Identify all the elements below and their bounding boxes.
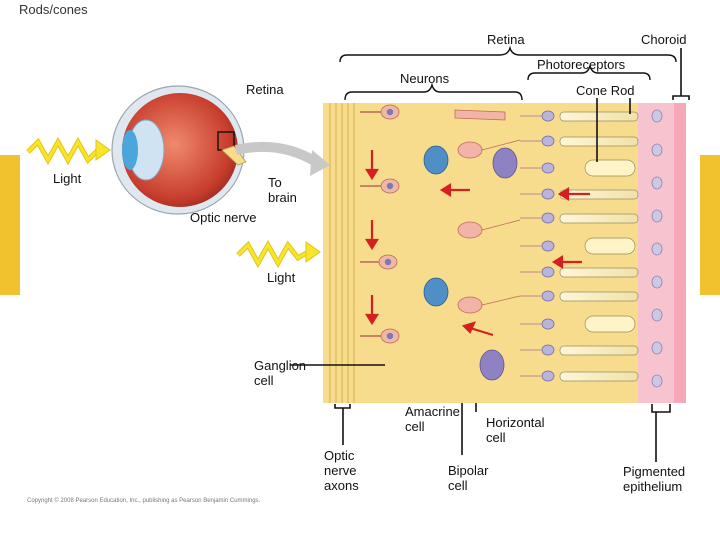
label-retina-top: Retina	[487, 32, 525, 47]
label-cone-rod: Cone Rod	[576, 83, 635, 98]
label-neurons: Neurons	[400, 71, 450, 86]
eye-illustration	[111, 85, 330, 215]
light-bolt-left	[26, 136, 111, 166]
label-bipolar-line1: Bipolar	[448, 463, 489, 478]
bipolar-cells	[454, 109, 521, 314]
label-amacrine-line1: Amacrine	[405, 404, 460, 419]
bracket-retina	[339, 45, 677, 63]
label-optic-nerve: Optic nerve	[190, 210, 257, 225]
label-photoreceptors: Photoreceptors	[537, 57, 626, 72]
label-optic-axons-line3: axons	[324, 478, 359, 493]
slide-title: Rods/cones	[19, 2, 88, 17]
leader-lines	[290, 98, 631, 366]
amacrine-cells	[423, 145, 449, 307]
label-light-left: Light	[53, 171, 82, 186]
choroid-indicator	[672, 48, 690, 100]
ganglion-nuclei	[384, 108, 394, 340]
light-bolt-center	[236, 239, 321, 269]
label-amacrine-line2: cell	[405, 419, 425, 434]
copyright-credit: Copyright © 2008 Pearson Education, Inc.…	[27, 498, 261, 504]
label-to-brain: To brain	[268, 175, 297, 205]
label-ganglion-line1: Ganglion	[254, 358, 307, 373]
choroid-layer	[672, 103, 686, 403]
bracket-photoreceptors	[527, 63, 651, 81]
label-ganglion-line2: cell	[254, 373, 274, 388]
label-light-center: Light	[267, 270, 296, 285]
label-horizontal-cell: Horizontal cell	[486, 415, 545, 445]
label-pigmented-line1: Pigmented	[623, 464, 686, 479]
photoreceptor-axons	[520, 115, 542, 377]
label-pigmented-line2: epithelium	[623, 479, 683, 494]
bottom-indicators	[334, 403, 671, 462]
epithelium-cells	[651, 109, 663, 388]
signal-arrows	[365, 150, 590, 337]
bracket-neurons	[344, 82, 523, 101]
label-optic-nerve-axons: Optic nerve axons	[324, 448, 359, 493]
optic-nerve-axon-lines	[329, 103, 355, 403]
label-pigmented-epithelium: Pigmented epithelium	[623, 464, 685, 494]
label-horizontal-line1: Horizontal	[486, 415, 545, 430]
label-to-brain-line2: brain	[268, 190, 297, 205]
label-bipolar-cell: Bipolar cell	[448, 463, 488, 493]
label-optic-axons-line2: nerve	[324, 463, 357, 478]
label-amacrine-cell: Amacrine cell	[405, 404, 460, 434]
label-optic-axons-line1: Optic	[324, 448, 355, 463]
label-ganglion-cell: Ganglion cell	[254, 358, 306, 388]
label-to-brain-line1: To	[268, 175, 282, 190]
right-side-tab	[700, 155, 720, 295]
label-bipolar-line2: cell	[448, 478, 468, 493]
label-horizontal-line2: cell	[486, 430, 506, 445]
horizontal-cells	[479, 147, 518, 381]
photoreceptor-rows	[559, 111, 639, 382]
label-choroid: Choroid	[641, 32, 687, 47]
label-retina-eye: Retina	[246, 82, 284, 97]
left-side-tab	[0, 155, 20, 295]
